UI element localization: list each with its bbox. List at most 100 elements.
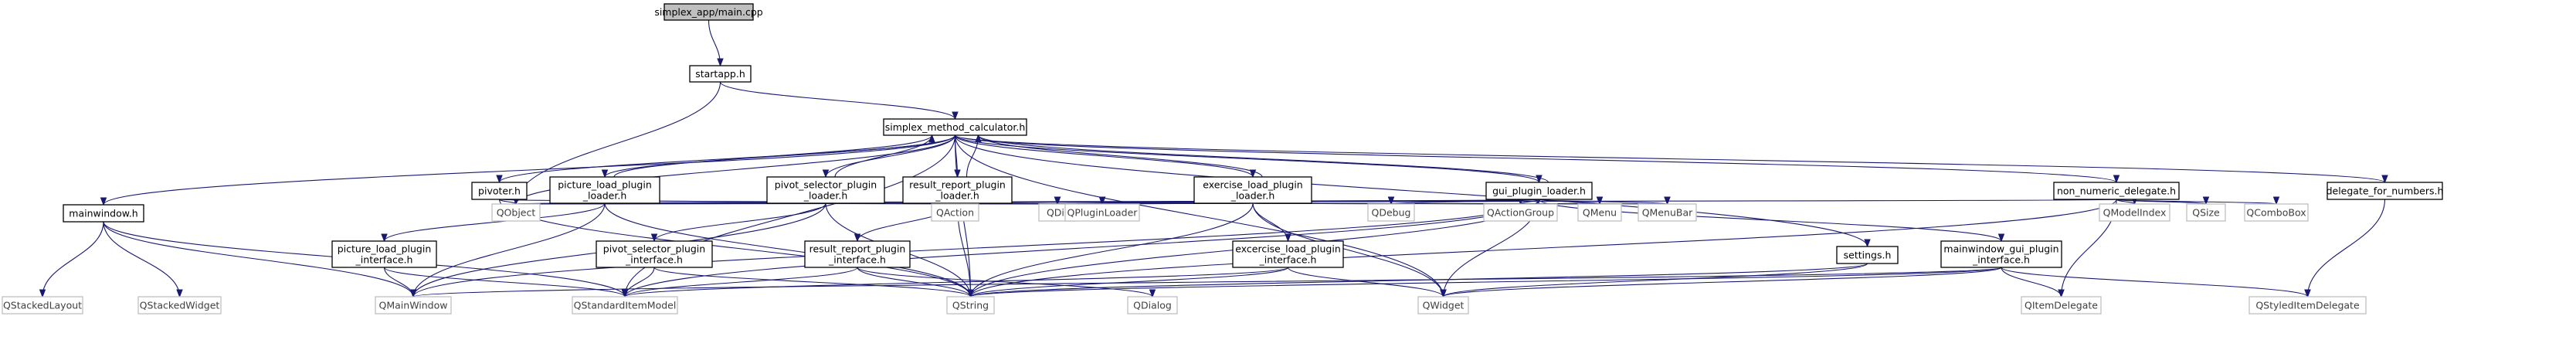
edge-line xyxy=(653,202,826,242)
node-box xyxy=(2021,296,2102,314)
node-qmodelindex[interactable]: QModelIndex xyxy=(2099,203,2170,222)
node-res-iface[interactable]: result_report_plugin_interface.h xyxy=(804,240,911,268)
node-qsize[interactable]: QSize xyxy=(2186,203,2226,222)
node-qstackedwidget[interactable]: QStackedWidget xyxy=(137,296,222,314)
node-box xyxy=(596,240,713,268)
node-layer: simplex_app/main.cppstartapp.hsimplex_me… xyxy=(2,3,2444,314)
node-qitemdelegate[interactable]: QItemDelegate xyxy=(2021,296,2102,314)
edge-mainwindow-to-qstackedwidget xyxy=(103,221,183,298)
edge-mw_gui_iface-to-qitemdelegate xyxy=(2001,267,2065,298)
edge-line xyxy=(103,221,414,298)
node-pic-loader[interactable]: picture_load_plugin_loader.h xyxy=(549,176,660,204)
edge-arrowhead xyxy=(601,169,609,178)
node-label: mainwindow.h xyxy=(69,208,137,219)
node-label: QComboBox xyxy=(2246,207,2306,219)
edge-arrowhead xyxy=(2202,196,2210,206)
node-piv-loader[interactable]: pivot_selector_plugin_loader.h xyxy=(766,176,885,204)
edge-arrowhead xyxy=(2272,196,2280,206)
edge-arrowhead xyxy=(717,58,724,67)
node-box xyxy=(331,240,437,268)
node-label: mainwindow_gui_plugin xyxy=(1943,243,2058,255)
edge-arrowhead xyxy=(1098,196,1106,206)
node-piv-iface[interactable]: pivot_selector_plugin_interface.h xyxy=(596,240,713,268)
node-ex-iface[interactable]: excercise_load_plugin_interface.h xyxy=(1232,240,1344,268)
edge-arrowhead xyxy=(1536,175,1543,184)
node-gui-loader[interactable]: gui_plugin_loader.h xyxy=(1485,182,1593,200)
node-label: _loader.h xyxy=(582,190,627,202)
node-label: QSize xyxy=(2192,207,2220,219)
node-qmainwindow[interactable]: QMainWindow xyxy=(375,296,452,314)
node-label: _interface.h xyxy=(1972,254,2030,266)
node-qactiongroup[interactable]: QActionGroup xyxy=(1483,203,1558,222)
edge-mw_gui_iface-to-qwidget xyxy=(1440,267,2002,298)
node-qpluginloader[interactable]: QPluginLoader xyxy=(1064,203,1140,222)
node-box xyxy=(1577,203,1622,222)
node-res-loader[interactable]: result_report_plugin_loader.h xyxy=(902,176,1013,204)
node-label: startapp.h xyxy=(695,68,745,80)
node-qstandarditemmodel[interactable]: QStandardItemModel xyxy=(572,296,678,314)
edge-line xyxy=(1442,263,1868,298)
node-box xyxy=(1367,203,1415,222)
edge-arrowhead xyxy=(2058,289,2065,298)
node-mw-gui-iface[interactable]: mainwindow_gui_plugin_interface.h xyxy=(1940,240,2062,268)
edge-line xyxy=(969,267,2002,298)
node-qstackedlayout[interactable]: QStackedLayout xyxy=(2,296,83,314)
node-box xyxy=(931,203,979,222)
edge-line xyxy=(719,81,956,120)
node-label: delegate_for_numbers.h xyxy=(2327,185,2444,197)
node-qdebug[interactable]: QDebug xyxy=(1367,203,1415,222)
edge-line xyxy=(954,134,2386,183)
node-label: pivot_selector_plugin xyxy=(603,243,705,255)
node-box xyxy=(1127,296,1178,314)
node-box xyxy=(1232,240,1344,268)
edge-arrowhead xyxy=(1997,233,2005,243)
node-qstring[interactable]: QString xyxy=(946,296,995,314)
edge-line xyxy=(498,199,517,205)
node-box xyxy=(664,3,754,21)
node-pic-iface[interactable]: picture_load_plugin_interface.h xyxy=(331,240,437,268)
node-label: _interface.h xyxy=(1259,254,1317,266)
edge-arrowhead xyxy=(176,289,183,298)
edge-line xyxy=(954,134,1868,247)
edge-line xyxy=(857,267,1153,298)
edge-settings-to-qwidget xyxy=(1440,263,1868,298)
node-qobject[interactable]: QObject xyxy=(491,203,541,222)
node-qmenubar[interactable]: QMenuBar xyxy=(1638,203,1697,222)
node-delegate-num[interactable]: delegate_for_numbers.h xyxy=(2327,182,2444,200)
node-qmenu[interactable]: QMenu xyxy=(1577,203,1622,222)
edge-line xyxy=(954,134,1254,178)
edge-line xyxy=(2001,267,2062,298)
edge-line xyxy=(412,267,2002,298)
edge-res_iface-to-qdialog xyxy=(857,267,1156,298)
node-box xyxy=(946,296,995,314)
node-qdialog[interactable]: QDialog xyxy=(1127,296,1178,314)
edge-mw_gui_iface-to-qstring xyxy=(967,267,2002,298)
edge-ex_iface-to-qstandarditemmodel xyxy=(621,267,1289,298)
node-label: _loader.h xyxy=(1230,190,1275,202)
node-qwidget[interactable]: QWidget xyxy=(1417,296,1469,314)
node-qstyleditemdelegate[interactable]: QStyledItemDelegate xyxy=(2248,296,2367,314)
node-label: _interface.h xyxy=(355,254,413,266)
node-qaction[interactable]: QAction xyxy=(931,203,979,222)
edge-arrowhead xyxy=(954,169,961,178)
edge-calc-to-nonnum xyxy=(954,134,2120,184)
node-qcombobox[interactable]: QComboBox xyxy=(2244,203,2309,222)
node-pivoter[interactable]: pivoter.h xyxy=(471,182,528,200)
edge-pic_loader-to-calc xyxy=(613,134,935,178)
node-label: QStyledItemDelegate xyxy=(2255,300,2360,311)
node-nonnum[interactable]: non_numeric_delegate.h xyxy=(2053,182,2180,200)
node-label: QModelIndex xyxy=(2103,207,2167,219)
edge-line xyxy=(1287,267,1444,298)
node-label: pivoter.h xyxy=(478,185,521,197)
node-label: result_report_plugin xyxy=(809,243,906,255)
node-calc[interactable]: simplex_method_calculator.h xyxy=(883,118,1027,136)
edge-line xyxy=(2306,199,2386,298)
node-mainwindow[interactable]: mainwindow.h xyxy=(63,204,144,223)
node-startapp[interactable]: startapp.h xyxy=(689,65,752,83)
node-box xyxy=(63,204,144,223)
edge-line xyxy=(2001,267,2309,298)
node-settings[interactable]: settings.h xyxy=(1836,246,1899,264)
node-ex-loader[interactable]: exercise_load_plugin_loader.h xyxy=(1193,176,1312,204)
edge-arrowhead xyxy=(975,134,982,143)
node-box xyxy=(2099,203,2170,222)
